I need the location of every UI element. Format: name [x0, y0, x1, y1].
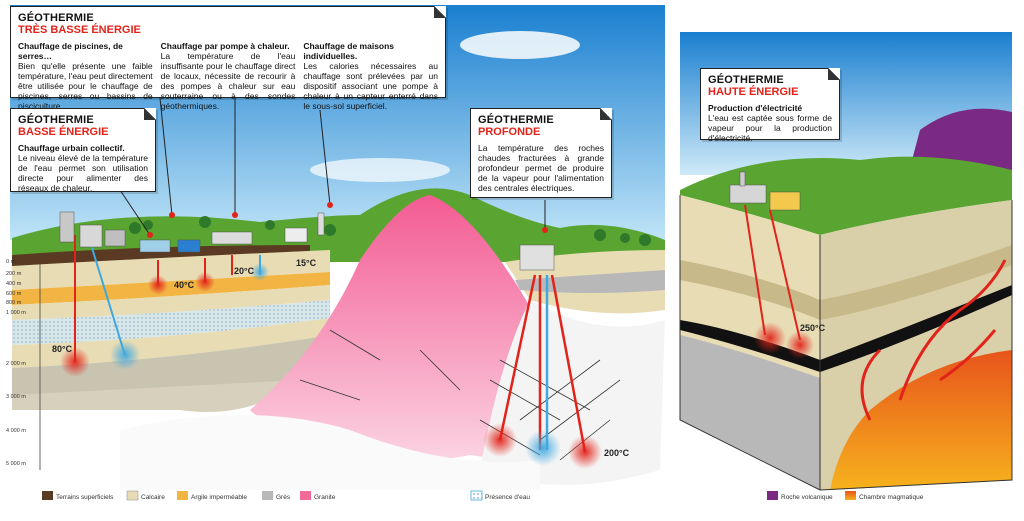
temperature-label: 40°C	[174, 280, 195, 290]
cloud	[460, 31, 580, 59]
legend-swatch-gres	[262, 491, 273, 500]
cloud	[310, 158, 450, 182]
hot-spot	[195, 272, 215, 292]
ground-surface	[12, 188, 665, 262]
callout-heading: Chauffage par pompe à chaleur.	[160, 41, 290, 51]
callout-title: GÉOTHERMIE	[18, 114, 94, 126]
magma-chamber	[830, 350, 1012, 490]
wells-profonde	[498, 274, 587, 453]
callout-title: GÉOTHERMIE	[18, 12, 94, 24]
layer-gres	[12, 335, 330, 395]
legend-label-eau: Présence d'eau	[485, 493, 530, 501]
cold-spot	[251, 263, 269, 281]
volcanic-veins	[860, 259, 1007, 421]
depth-tick-label: 3 000 m	[6, 394, 26, 400]
layer-calcaire	[12, 318, 330, 368]
power-plant	[729, 171, 801, 211]
town-buildings	[59, 211, 555, 271]
callout-text: Le niveau élevé de la température de l'e…	[18, 153, 148, 193]
legend-label-terrains: Terrains superficiels	[56, 493, 114, 501]
fractured-rock-zone	[480, 300, 665, 485]
wells-haute	[744, 204, 801, 341]
depth-tick-label: 5 000 m	[6, 461, 26, 467]
legend-label-granite: Granite	[314, 493, 336, 501]
callout-subtitle: TRÈS BASSE ÉNERGIE	[18, 24, 141, 36]
depth-tick-label: 1 000 m	[6, 310, 26, 316]
callout-text: Les calories nécessaires au chauffage so…	[303, 61, 439, 111]
temperature-label: 80°C	[52, 344, 73, 354]
legend-swatches	[42, 490, 856, 501]
callout-haute-energie: GÉOTHERMIE HAUTE ÉNERGIE Production d'él…	[700, 68, 840, 143]
depth-tick-label: 2 000 m	[6, 361, 26, 367]
callout-heading: Production d'électricité	[708, 103, 803, 113]
trees	[129, 216, 651, 246]
hot-spot	[754, 322, 786, 354]
legend-swatch-eau-dots	[471, 491, 482, 500]
layer-deep	[12, 380, 300, 412]
legend-label-chambre: Chambre magmatique	[859, 493, 924, 501]
block-top-surface	[680, 156, 1012, 235]
deep-basement	[120, 415, 540, 490]
callout-subtitle: PROFONDE	[478, 126, 541, 138]
depth-tick-label: 800 m	[6, 300, 22, 306]
callout-profonde: GÉOTHERMIE PROFONDE La température des r…	[470, 108, 612, 198]
water-presence	[12, 300, 330, 345]
callout-heading: Chauffage de maisons individuelles.	[303, 41, 395, 61]
callout-text: La température de l'eau insuffisante pou…	[160, 51, 296, 111]
callout-heading: Chauffage de piscines, de serres…	[18, 41, 123, 61]
layer-argile	[12, 272, 330, 305]
depth-tick-label: 0 m	[6, 259, 16, 265]
layer-gres	[515, 270, 665, 293]
temperature-label: 20°C	[234, 266, 255, 276]
legend-swatch-granite	[300, 491, 311, 500]
layer-argile	[680, 245, 1012, 320]
layer-gres	[680, 335, 820, 490]
hot-spot	[568, 435, 602, 469]
callout-subtitle: BASSE ÉNERGIE	[18, 126, 109, 138]
hot-spot	[60, 347, 90, 377]
callout-text: La température des roches chaudes fractu…	[478, 143, 604, 193]
depth-tick-label: 400 m	[6, 281, 22, 287]
legend-label-roche: Roche volcanique	[781, 493, 833, 501]
callout-text: L'eau est captée sous forme de vapeur po…	[708, 113, 832, 143]
legend-swatch-argile	[177, 491, 188, 500]
cold-spot	[525, 430, 561, 466]
callout-title: GÉOTHERMIE	[708, 74, 784, 86]
depth-tick-label: 4 000 m	[6, 428, 26, 434]
temperature-label: 250°C	[800, 323, 826, 333]
legend-label-calcaire: Calcaire	[141, 493, 165, 501]
layer-calcaire	[12, 285, 330, 320]
legend-swatch-calcaire	[126, 490, 139, 501]
cold-spot	[110, 340, 140, 370]
temperature-label: 200°C	[604, 448, 630, 458]
depth-tick-label: 200 m	[6, 271, 22, 277]
callout-heading: Chauffage urbain collectif.	[18, 143, 125, 153]
callout-text: Bien qu'elle présente une faible tempéra…	[18, 61, 153, 111]
legend-label-gres: Grès	[276, 493, 291, 501]
hot-spot	[148, 275, 168, 295]
legend-label-argile: Argile imperméable	[191, 493, 247, 501]
temperature-label: 15°C	[296, 258, 317, 268]
callout-title: GÉOTHERMIE	[478, 114, 554, 126]
callout-subtitle: HAUTE ÉNERGIE	[708, 86, 799, 98]
layer-calcaire	[12, 250, 330, 290]
legend-swatch-terrains	[42, 491, 53, 500]
legend-swatch-chambre	[845, 491, 856, 500]
hot-spot	[483, 423, 517, 457]
depth-tick-label: 600 m	[6, 291, 22, 297]
callout-tres-basse-energie: GÉOTHERMIE TRÈS BASSE ÉNERGIE Chauffage …	[10, 6, 446, 111]
callout-basse-energie: GÉOTHERMIE BASSE ÉNERGIE Chauffage urbai…	[10, 108, 156, 193]
hot-spot	[786, 331, 814, 359]
legend-swatch-roche	[767, 491, 778, 500]
